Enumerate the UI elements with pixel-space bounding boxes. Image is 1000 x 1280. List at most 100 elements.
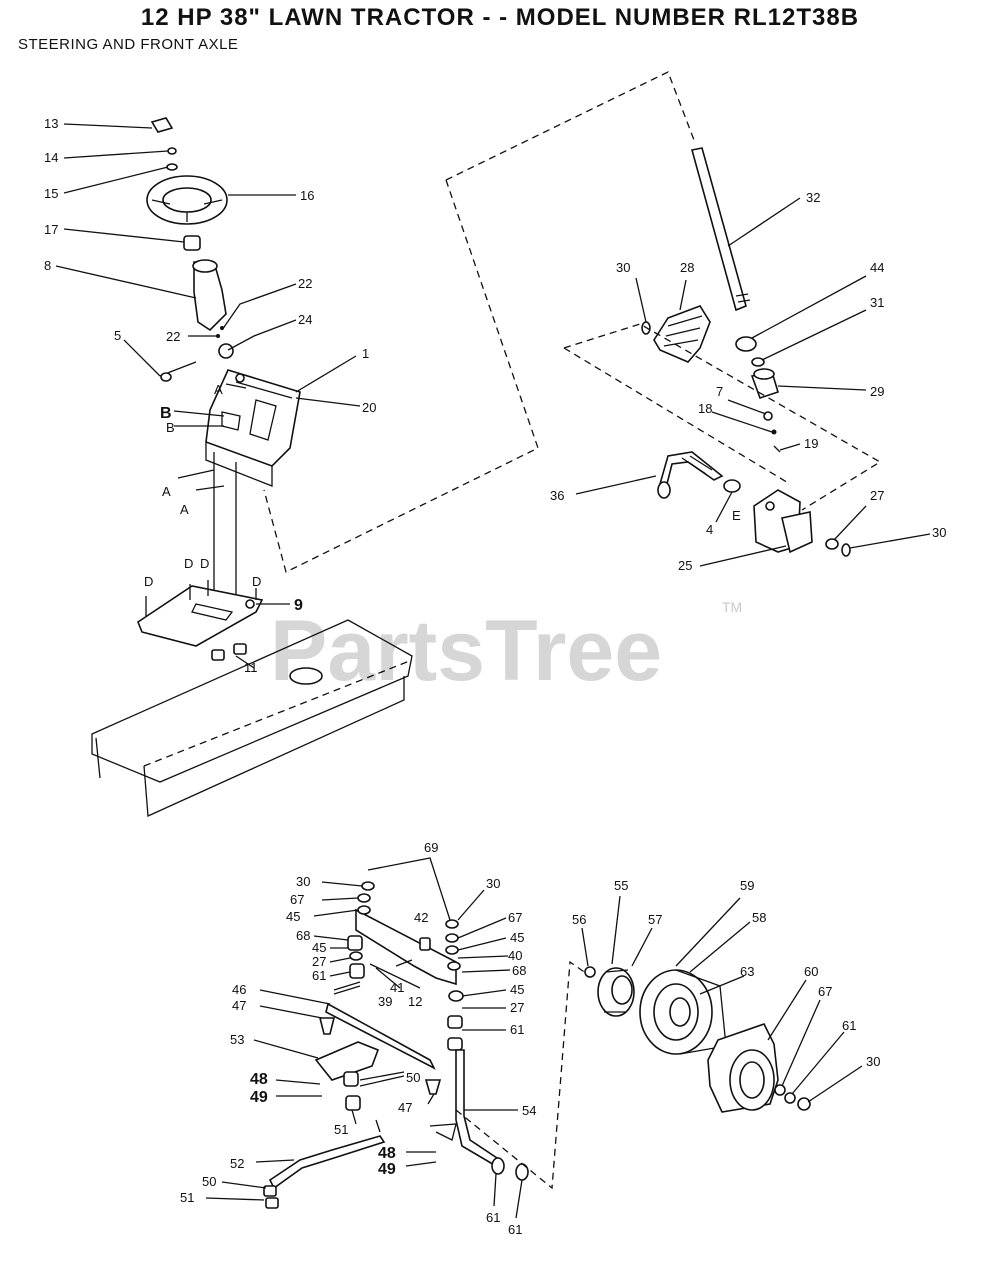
page-title: 12 HP 38" LAWN TRACTOR - - MODEL NUMBER …	[140, 4, 860, 31]
callout-9: 9	[294, 597, 303, 614]
callout-61-d: 61	[508, 1222, 522, 1237]
callout-d-4: D	[252, 574, 261, 589]
callout-50-a: 50	[406, 1070, 420, 1085]
callout-44: 44	[870, 260, 884, 275]
callout-18: 18	[698, 401, 712, 416]
callout-49-a: 49	[250, 1089, 268, 1106]
callout-a-2: A	[162, 484, 171, 499]
callout-56: 56	[572, 912, 586, 927]
callout-22-lower: 22	[166, 329, 180, 344]
steering-shaft-part	[691, 147, 747, 312]
support-plate-part	[137, 585, 264, 647]
callout-49-b: 49	[378, 1161, 396, 1178]
callout-a-3: A	[180, 502, 189, 517]
tie-rod-part	[325, 1002, 436, 1070]
callout-39: 39	[378, 994, 392, 1009]
sector-gear-part	[653, 305, 711, 363]
callout-47-a: 47	[232, 998, 246, 1013]
callout-30-c: 30	[296, 874, 310, 889]
callout-d-2: D	[184, 556, 193, 571]
drag-link-part	[659, 451, 724, 490]
callout-31: 31	[870, 295, 884, 310]
callout-5: 5	[114, 328, 121, 343]
callout-60: 60	[804, 964, 818, 979]
callout-1: 1	[362, 346, 369, 361]
callout-29: 29	[870, 384, 884, 399]
callout-59: 59	[740, 878, 754, 893]
callout-55: 55	[614, 878, 628, 893]
steering-gear-group	[563, 147, 931, 567]
callout-19: 19	[804, 436, 818, 451]
callout-61-b: 61	[510, 1022, 524, 1037]
callout-67-a: 67	[290, 892, 304, 907]
callout-14: 14	[44, 150, 58, 165]
callout-28: 28	[680, 260, 694, 275]
steering-column-group	[55, 71, 695, 817]
callout-25: 25	[678, 558, 692, 573]
callout-68-b: 68	[512, 963, 526, 978]
callout-61-c: 61	[486, 1210, 500, 1225]
callout-13: 13	[44, 116, 58, 131]
callout-48-a: 48	[250, 1071, 268, 1088]
callout-30-d: 30	[486, 876, 500, 891]
callout-46: 46	[232, 982, 246, 997]
nut-part	[735, 336, 757, 352]
callout-45-b: 45	[510, 930, 524, 945]
callout-48-b: 48	[378, 1145, 396, 1162]
callout-16: 16	[300, 188, 314, 203]
callout-41: 41	[390, 980, 404, 995]
callout-27-b: 27	[312, 954, 326, 969]
callout-e: E	[732, 508, 741, 523]
front-axle-group	[205, 857, 863, 1219]
callout-11: 11	[244, 660, 258, 675]
callout-61-e: 61	[842, 1018, 856, 1033]
adapter-part	[183, 235, 201, 251]
callout-27-a: 27	[870, 488, 884, 503]
callout-51-a: 51	[334, 1122, 348, 1137]
watermark-text: PartsTree	[270, 603, 662, 699]
callout-40: 40	[508, 948, 522, 963]
callout-61-a: 61	[312, 968, 326, 983]
steering-arm-part	[314, 1041, 380, 1081]
callout-20: 20	[362, 400, 376, 415]
callout-22-upper: 22	[298, 276, 312, 291]
callout-b-1: B	[160, 405, 172, 422]
callout-45-d: 45	[510, 982, 524, 997]
callout-36: 36	[550, 488, 564, 503]
callout-12: 12	[408, 994, 422, 1009]
callout-7: 7	[716, 384, 723, 399]
callout-68-a: 68	[296, 928, 310, 943]
callout-67-c: 67	[818, 984, 832, 999]
callout-30-a: 30	[616, 260, 630, 275]
callout-54: 54	[522, 1103, 536, 1118]
front-axle-part	[355, 908, 457, 986]
callout-52: 52	[230, 1156, 244, 1171]
callout-63: 63	[740, 964, 754, 979]
washer-part	[167, 147, 177, 155]
callout-27-c: 27	[510, 1000, 524, 1015]
callout-45-c: 45	[312, 940, 326, 955]
callout-51-b: 51	[180, 1190, 194, 1205]
callout-a-1: A	[214, 382, 223, 397]
watermark-tm: TM	[722, 599, 742, 615]
callout-32: 32	[806, 190, 820, 205]
callout-30-e: 30	[866, 1054, 880, 1069]
callout-47-b: 47	[398, 1100, 412, 1115]
callout-69: 69	[424, 840, 438, 855]
callout-30-b: 30	[932, 525, 946, 540]
callout-d-3: D	[200, 556, 209, 571]
steering-wheel-hub-part	[162, 187, 212, 213]
nut-part	[166, 163, 178, 171]
callout-50-b: 50	[202, 1174, 216, 1189]
drag-link-lower-part	[268, 1135, 386, 1190]
callout-17: 17	[44, 222, 58, 237]
callout-58: 58	[752, 910, 766, 925]
spindle-part	[455, 1049, 502, 1168]
callout-4: 4	[706, 522, 713, 537]
callout-24: 24	[298, 312, 312, 327]
callout-45-a: 45	[286, 909, 300, 924]
steering-cap-part	[150, 117, 174, 133]
callout-b-2: B	[166, 420, 175, 435]
callout-42: 42	[414, 910, 428, 925]
